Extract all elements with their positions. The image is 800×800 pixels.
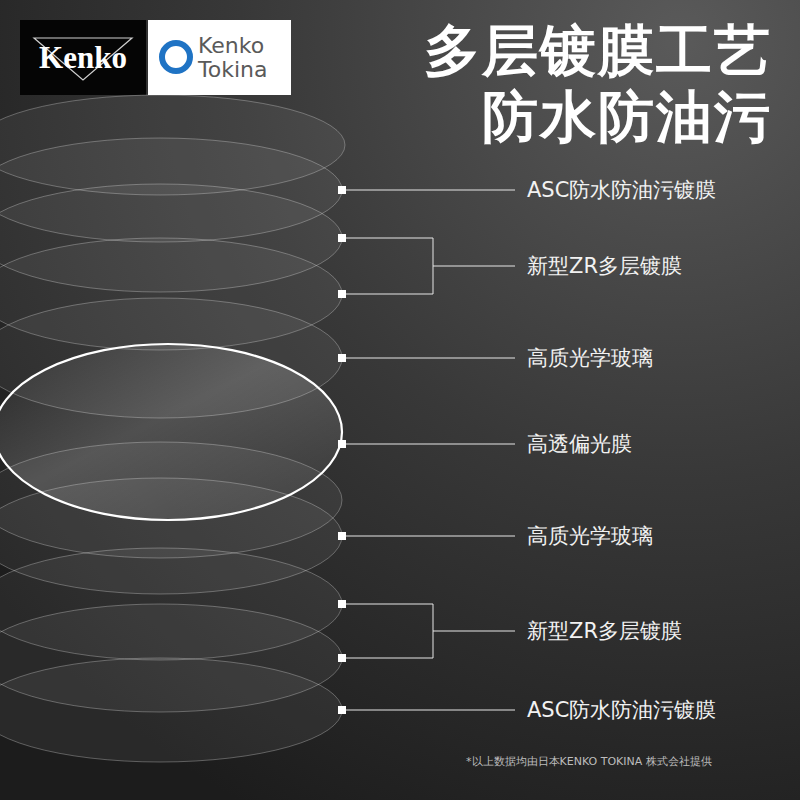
layer-label: ASC防水防油污镀膜	[527, 176, 716, 204]
layer-label: 高质光学玻璃	[527, 522, 653, 550]
footnote: *以上数据均由日本KENKO TOKINA 株式会社提供	[466, 755, 712, 769]
logo-panel	[20, 20, 146, 95]
brand-logo: Kenko	[20, 20, 146, 95]
logo-panel	[148, 20, 291, 95]
layer-label: ASC防水防油污镀膜	[527, 696, 716, 724]
layer-label: 新型ZR多层镀膜	[527, 252, 682, 280]
logo-triangle	[34, 38, 132, 80]
heading: 多层镀膜工艺 防水防油污	[392, 18, 772, 150]
polarizer-film	[0, 344, 342, 520]
leader-lines	[342, 190, 515, 710]
layer-label: 新型ZR多层镀膜	[527, 617, 682, 645]
leader-dots	[338, 186, 346, 714]
logo-mark	[162, 43, 190, 71]
logo-text: Kenko	[39, 41, 127, 75]
layer-label: 高质光学玻璃	[527, 344, 653, 372]
brand-logo: Kenko Tokina	[148, 20, 291, 95]
logo-mark	[171, 52, 181, 62]
glass-layers	[0, 95, 345, 762]
layer-label: 高透偏光膜	[527, 430, 632, 458]
logo-text: Kenko Tokina	[198, 34, 280, 82]
